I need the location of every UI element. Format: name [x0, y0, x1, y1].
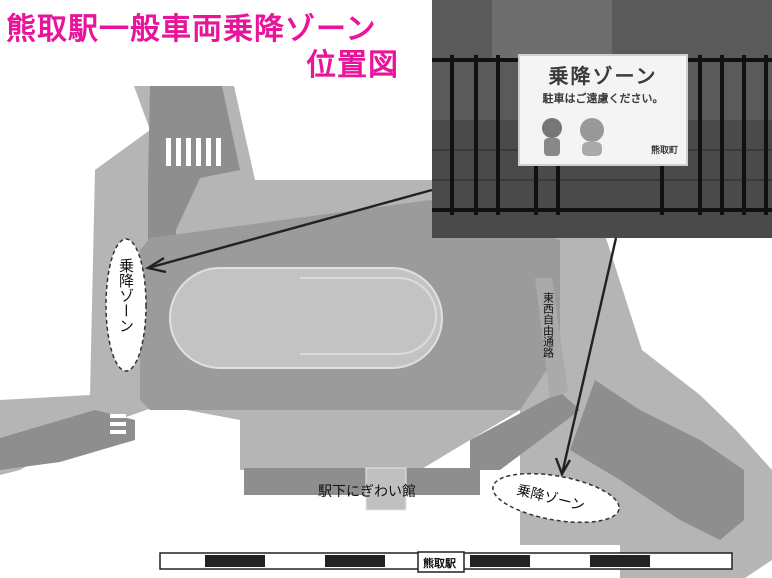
sign-title: 乗降ゾーン — [548, 64, 658, 88]
dark-roads — [0, 86, 744, 540]
crosswalk-left — [110, 414, 126, 434]
arrow-left — [144, 188, 433, 274]
sign-photo: 乗降ゾーン 駐車はご遠慮ください。 熊取町 — [432, 0, 772, 238]
building-block — [365, 467, 407, 511]
passage-label: 東西自由通路 — [542, 292, 555, 359]
zone-left-oval — [105, 238, 147, 372]
map-subtitle: 位置図 — [306, 48, 399, 83]
arrow-bottom — [554, 237, 618, 477]
central-island — [169, 267, 443, 369]
sign-text: 駐車はご遠慮ください。 — [542, 92, 664, 105]
sign-town: 熊取町 — [650, 146, 678, 156]
passage-strip — [535, 278, 568, 398]
zone-left-label: 乗降ゾーン — [117, 258, 135, 333]
mascot-icons — [542, 118, 604, 156]
map-title: 熊取駅一般車両乗降ゾーン — [6, 12, 377, 47]
crosswalk-top — [166, 138, 221, 166]
zone-bottom-oval — [492, 472, 620, 524]
building-label: 駅下にぎわい館 — [318, 483, 416, 500]
station-box — [417, 551, 465, 573]
zone-sign: 乗降ゾーン 駐車はご遠慮ください。 熊取町 — [518, 54, 688, 166]
island-inner-curve — [300, 277, 437, 355]
station-label: 熊取駅 — [423, 556, 456, 570]
